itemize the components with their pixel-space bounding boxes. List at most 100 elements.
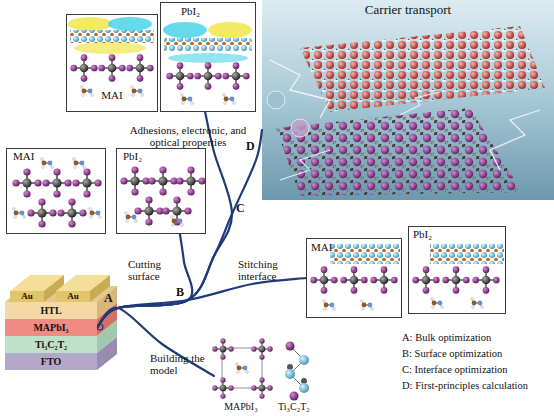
sea-background	[262, 0, 554, 200]
octahedron	[222, 62, 249, 89]
node-label: MAI	[311, 241, 332, 253]
workflow-connector	[97, 130, 262, 328]
lightning	[490, 110, 540, 170]
structure-panel: MAI	[6, 148, 106, 234]
step-caption: Adhesions, electronic, and optical prope…	[120, 124, 256, 148]
ma-molecule	[41, 158, 54, 169]
ma-molecule	[171, 216, 184, 227]
step-letter: C	[236, 202, 250, 215]
node-label: Ti₃C₂T₂	[35, 339, 67, 350]
ma-molecule	[223, 94, 236, 105]
octahedron	[57, 198, 86, 227]
mxene-layer	[70, 30, 154, 43]
device-layer: FTO	[5, 353, 97, 370]
ma-molecule	[13, 208, 26, 219]
octahedron	[212, 377, 233, 398]
octahedron	[72, 168, 101, 197]
density	[68, 17, 112, 31]
node-label: MAI	[13, 150, 34, 162]
bubble	[291, 119, 309, 137]
key-entry: D: First-principles calculation	[402, 380, 554, 392]
octahedron	[212, 338, 233, 359]
atom	[286, 342, 295, 351]
panel-fill	[306, 238, 402, 318]
octahedron	[126, 54, 153, 81]
structure-panel: PbI₂	[408, 226, 506, 314]
octahedron	[176, 166, 205, 195]
step-letter: B	[176, 286, 190, 299]
ma-molecule	[89, 208, 102, 219]
mxene-layer	[330, 244, 400, 264]
electrode-layer: Au	[56, 291, 90, 302]
atom	[299, 383, 309, 393]
node-label: Ti₃C₂T₂	[278, 401, 310, 412]
zoom-marker	[97, 324, 103, 330]
ma-molecule	[361, 300, 374, 311]
bulk-illustration	[212, 338, 320, 412]
device-layer: MAPbI₃	[5, 319, 97, 336]
panel-fill	[6, 148, 106, 234]
ma-molecule	[431, 298, 444, 309]
node-label: MAI	[101, 89, 122, 101]
panel-fill	[160, 2, 256, 112]
lightning	[270, 60, 330, 118]
octahedron	[120, 166, 149, 195]
octahedron	[472, 266, 499, 293]
structure-panel: MAPbI₃ Ti₃C₂T₂	[214, 340, 320, 412]
lightning	[400, 92, 440, 115]
top-pbi2-illustration	[160, 2, 256, 112]
node-label: PbI₂	[181, 5, 200, 17]
ma-molecule	[181, 94, 194, 105]
panel-fill	[408, 226, 506, 314]
key-entry: C: Interface optimization	[402, 364, 554, 376]
step-letter: A	[104, 292, 118, 305]
top-mai-illustration	[66, 14, 158, 112]
ma-molecule	[81, 86, 94, 97]
structure-panel: MAI	[306, 238, 402, 318]
octahedron	[98, 54, 125, 81]
step-letter: D	[246, 140, 260, 153]
upper-lattice	[300, 26, 545, 112]
octahedron	[251, 338, 272, 359]
octahedron	[370, 266, 397, 293]
node-label: HTL	[40, 305, 61, 316]
structure-panel: PbI₂	[116, 148, 206, 234]
octahedron	[162, 196, 191, 225]
octahedron	[70, 54, 97, 81]
key-entry: A: Bulk optimization	[402, 332, 554, 344]
lightning	[280, 150, 330, 180]
surface-pbi2-illustration	[116, 148, 206, 234]
stitch-pbi2-illustration	[408, 226, 506, 314]
atom	[299, 355, 309, 365]
node-label: PbI₂	[413, 228, 432, 240]
ma-molecule	[131, 86, 144, 97]
ma-molecule	[73, 158, 86, 169]
octahedron	[166, 62, 193, 89]
octahedron	[251, 377, 272, 398]
octahedron	[27, 198, 56, 227]
stitch-mai-illustration	[306, 238, 402, 318]
lower-lattice	[276, 108, 522, 196]
device-stack-faces	[5, 275, 117, 370]
atom	[285, 369, 295, 379]
density	[168, 53, 248, 63]
node-label: MAPbI₃	[33, 322, 68, 333]
ma-molecule	[323, 300, 336, 311]
workflow-connector	[97, 278, 306, 328]
ma-molecule	[236, 363, 249, 374]
node-label: Carrier transport	[365, 3, 451, 17]
atom	[290, 392, 299, 401]
node-label: FTO	[41, 356, 61, 367]
panel-fill	[116, 148, 206, 234]
node-label: Au	[21, 292, 33, 302]
step-caption: Building the model	[150, 352, 210, 376]
density	[108, 17, 152, 31]
workflow-connector	[97, 308, 214, 376]
workflow-connector	[97, 234, 192, 328]
density	[74, 42, 146, 54]
bubble	[267, 91, 285, 109]
density	[208, 22, 252, 38]
node-label: MAPbI₃	[224, 401, 258, 412]
octahedron	[412, 266, 439, 293]
